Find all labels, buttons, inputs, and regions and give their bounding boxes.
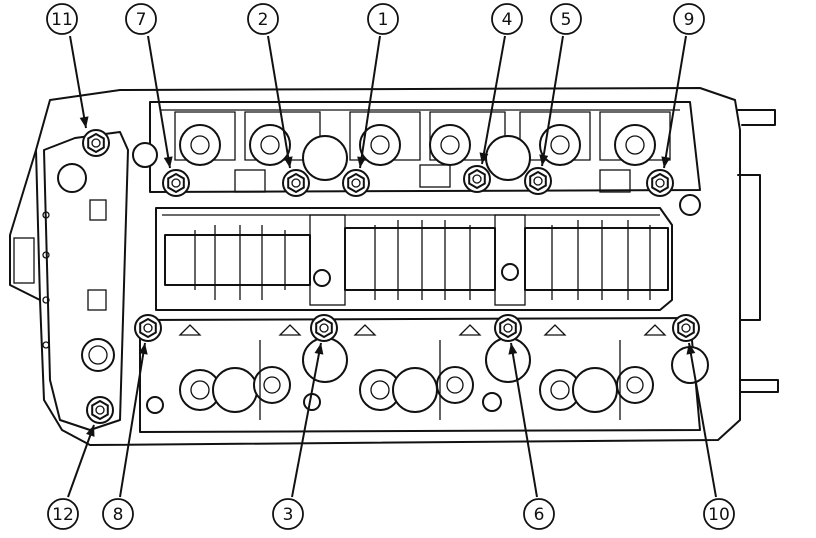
- bolt-12: [86, 396, 114, 424]
- bolt-6: [494, 314, 522, 342]
- callout-label: 2: [258, 10, 269, 30]
- camshaft: [164, 220, 669, 300]
- callout-label: 1: [378, 10, 389, 30]
- head-bolts: [82, 129, 700, 424]
- callout-label: 8: [113, 505, 124, 525]
- leader-5: [539, 35, 564, 167]
- callout-12: 12: [47, 498, 79, 530]
- callout-label: 9: [684, 10, 695, 30]
- callout-label: 4: [502, 10, 513, 30]
- bolt-2: [282, 169, 310, 197]
- callout-label: 11: [51, 10, 73, 30]
- leader-2: [267, 35, 293, 169]
- bolt-5: [524, 167, 552, 195]
- leader-3: [291, 342, 324, 498]
- cylinder-head-outline: [9, 87, 779, 446]
- callout-9: 9: [673, 3, 705, 35]
- callout-label: 6: [534, 505, 545, 525]
- callout-6: 6: [523, 498, 555, 530]
- bolt-11: [82, 129, 110, 157]
- callout-3: 3: [272, 498, 304, 530]
- callout-2: 2: [247, 3, 279, 35]
- callout-4: 4: [491, 3, 523, 35]
- callout-label: 3: [283, 505, 294, 525]
- bolt-10: [672, 314, 700, 342]
- leader-7: [147, 35, 173, 169]
- callout-leaders: [67, 35, 717, 498]
- callout-numbers: 11 7 2 1 4 5 9 12 8 3 6 10: [46, 3, 735, 530]
- callout-label: 7: [136, 10, 147, 30]
- callout-7: 7: [125, 3, 157, 35]
- bolt-3: [310, 314, 338, 342]
- callout-11: 11: [46, 3, 78, 35]
- callout-5: 5: [550, 3, 582, 35]
- leader-1: [357, 35, 381, 169]
- bolt-1: [342, 169, 370, 197]
- leader-8: [119, 342, 148, 498]
- callout-label: 5: [561, 10, 572, 30]
- leader-6: [508, 342, 538, 498]
- bolt-8: [134, 314, 162, 342]
- callout-label: 10: [708, 505, 730, 525]
- leader-4: [479, 35, 506, 165]
- bolt-9: [646, 169, 674, 197]
- leader-9: [661, 35, 687, 169]
- callout-label: 12: [52, 505, 74, 525]
- leader-11: [69, 35, 89, 129]
- upper-valve-row: [132, 101, 701, 216]
- leader-12: [67, 424, 95, 498]
- callout-10: 10: [703, 498, 735, 530]
- lower-valve-row: [139, 317, 709, 433]
- callout-1: 1: [367, 3, 399, 35]
- bolt-4: [463, 165, 491, 193]
- bolt-7: [162, 169, 190, 197]
- callout-8: 8: [102, 498, 134, 530]
- leader-10: [686, 342, 717, 498]
- camshaft-gallery: [155, 207, 673, 311]
